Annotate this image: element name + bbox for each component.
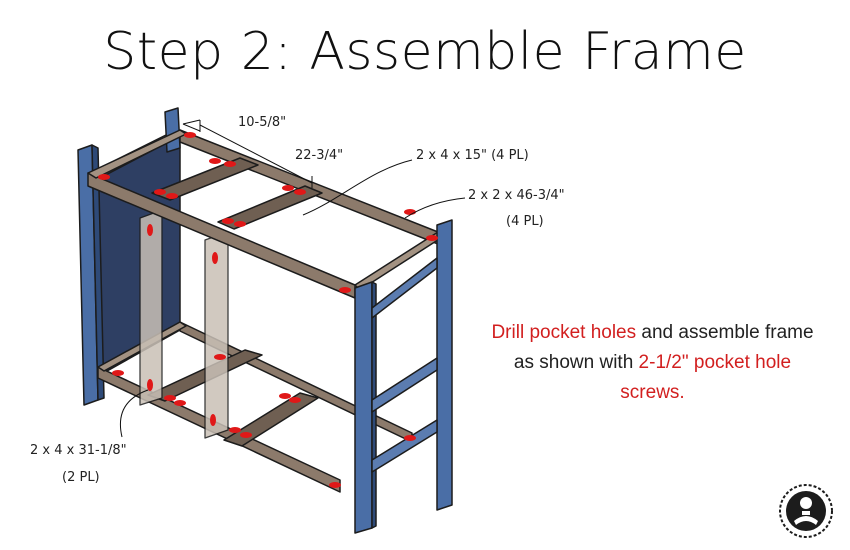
callout-upright-quantity: (2 PL) bbox=[62, 470, 100, 485]
leader-lines bbox=[119, 159, 466, 438]
dimension-label-long: 22-3/4" bbox=[295, 148, 343, 163]
left-side-panel bbox=[77, 107, 181, 406]
vertical-uprights bbox=[139, 209, 229, 439]
upper-frame bbox=[87, 129, 445, 299]
page-title: Step 2: Assemble Frame bbox=[103, 22, 747, 82]
instruction-highlight-screws: 2-1/2" pocket hole screws. bbox=[620, 352, 792, 403]
callout-rail-label: 2 x 2 x 46-3/4" bbox=[468, 188, 565, 203]
woodworker-logo-icon bbox=[779, 484, 833, 538]
callout-crosspiece-label: 2 x 4 x 15" (4 PL) bbox=[416, 148, 529, 163]
instruction-text: Drill pocket holes and assemble frame as… bbox=[480, 318, 825, 408]
instruction-middle: and assemble frame as shown with bbox=[513, 322, 814, 373]
right-end-frame bbox=[354, 219, 453, 534]
pocket-holes bbox=[98, 132, 438, 488]
instruction-highlight-drill: Drill pocket holes bbox=[491, 322, 637, 343]
dimension-label-short: 10-5/8" bbox=[238, 115, 286, 130]
callout-upright-label: 2 x 4 x 31-1/8" bbox=[30, 443, 127, 458]
callout-rail-quantity: (4 PL) bbox=[506, 214, 544, 229]
dimension-lines bbox=[182, 119, 313, 188]
